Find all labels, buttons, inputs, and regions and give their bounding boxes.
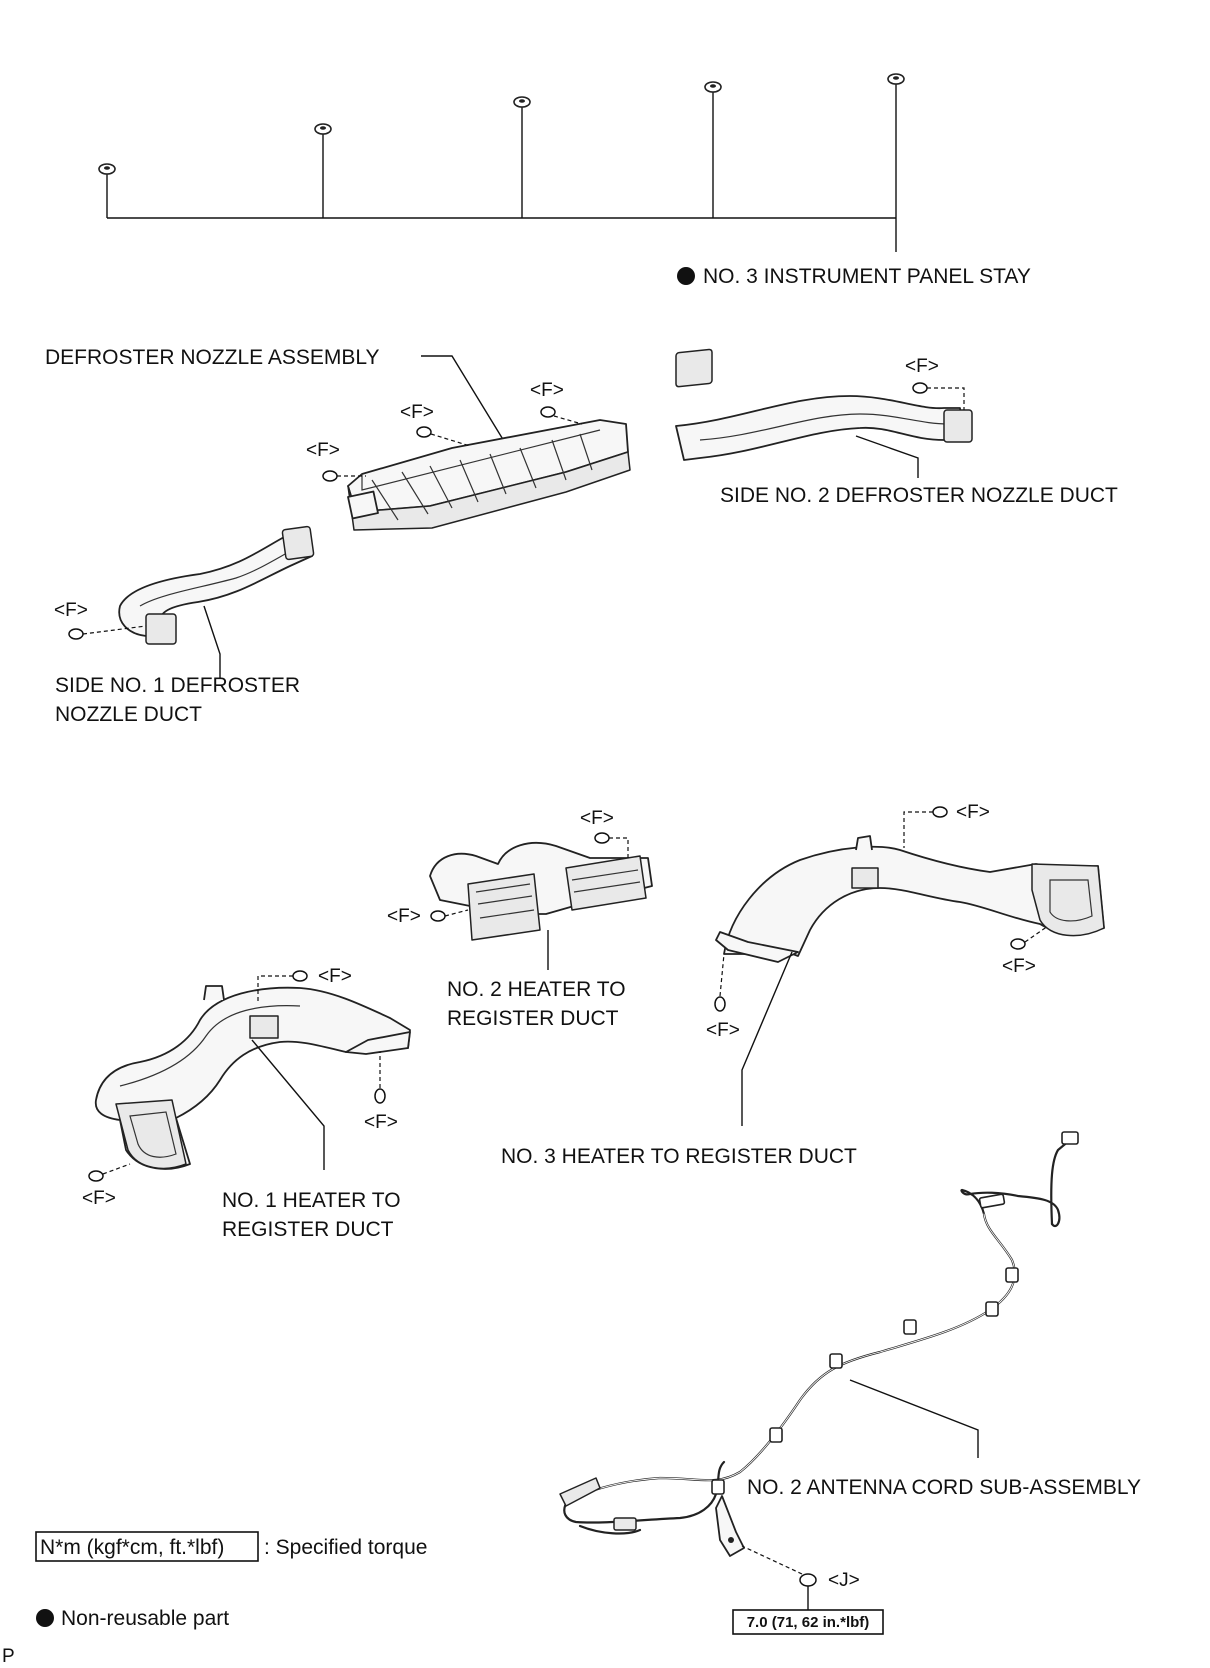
fastener-code-f: <F>	[956, 802, 990, 823]
clip-icon	[513, 96, 531, 108]
corner-mark: P	[2, 1646, 15, 1667]
clip-icon	[1010, 925, 1049, 950]
legend-torque-box	[35, 1531, 259, 1562]
clip-icon	[594, 832, 629, 858]
legend-torque-desc: : Specified torque	[264, 1536, 427, 1559]
clip-icon	[68, 625, 147, 640]
clip-icon	[416, 426, 471, 447]
fastener-code-f: <F>	[54, 600, 88, 621]
clip-icon	[887, 73, 905, 85]
heater2-label-line2: REGISTER DUCT	[447, 1007, 619, 1030]
antenna-cord-group: NO. 2 ANTENNA CORD SUB-ASSEMBLY <J> 7.0 …	[559, 1131, 1141, 1635]
fastener-code-f: <F>	[387, 906, 421, 927]
clip-icon	[314, 123, 332, 135]
heater1-duct-group: NO. 1 HEATER TO REGISTER DUCT <F> <F> <F…	[82, 966, 411, 1241]
clip-icon	[540, 406, 583, 425]
clip-icon	[374, 1052, 386, 1104]
fastener-code-f: <F>	[82, 1188, 116, 1209]
heater3-duct-group: NO. 3 HEATER TO REGISTER DUCT <F> <F> <F…	[501, 802, 1105, 1168]
clip-icon	[704, 81, 722, 93]
side2-duct-label: SIDE NO. 2 DEFROSTER NOZZLE DUCT	[720, 484, 1118, 507]
fastener-code-f: <F>	[905, 356, 939, 377]
heater1-label-line1: NO. 1 HEATER TO	[222, 1189, 401, 1212]
clip-icon	[714, 953, 726, 1012]
heater2-duct-group: NO. 2 HEATER TO REGISTER DUCT <F> <F>	[387, 808, 653, 1030]
heater2-label-line1: NO. 2 HEATER TO	[447, 978, 626, 1001]
clip-icon	[88, 1163, 131, 1182]
antenna-cord-label: NO. 2 ANTENNA CORD SUB-ASSEMBLY	[747, 1476, 1141, 1499]
fastener-code-f: <F>	[306, 440, 340, 461]
clip-icon	[912, 382, 965, 410]
fastener-code-f: <F>	[706, 1020, 740, 1041]
clip-icon	[322, 470, 366, 482]
fastener-code-f: <F>	[400, 402, 434, 423]
legend-torque-box-text: N*m (kgf*cm, ft.*lbf)	[40, 1536, 224, 1559]
defroster-nozzle-group: DEFROSTER NOZZLE ASSEMBLY <F> <F> <F>	[45, 346, 631, 531]
fastener-code-f: <F>	[318, 966, 352, 987]
legend-non-reusable-desc: Non-reusable part	[61, 1607, 229, 1630]
non-reusable-dot-icon	[677, 267, 695, 285]
side1-duct-label-line2: NOZZLE DUCT	[55, 703, 202, 726]
clip-icon	[98, 163, 116, 175]
fastener-code-f: <F>	[530, 380, 564, 401]
fastener-code-f: <F>	[364, 1112, 398, 1133]
bolt-icon	[741, 1545, 817, 1587]
panel-stay-group: NO. 3 INSTRUMENT PANEL STAY	[98, 73, 1031, 288]
side1-duct-group: SIDE NO. 1 DEFROSTER NOZZLE DUCT <F>	[54, 525, 315, 726]
clip-icon	[903, 806, 948, 848]
fastener-code-f: <F>	[1002, 956, 1036, 977]
clip-icon	[257, 970, 308, 1004]
non-reusable-dot-icon	[36, 1609, 54, 1627]
heater3-label: NO. 3 HEATER TO REGISTER DUCT	[501, 1145, 857, 1168]
side1-duct-label-line1: SIDE NO. 1 DEFROSTER	[55, 674, 300, 697]
fastener-code-f: <F>	[580, 808, 614, 829]
legend: N*m (kgf*cm, ft.*lbf) : Specified torque…	[35, 1531, 427, 1630]
defroster-nozzle-label: DEFROSTER NOZZLE ASSEMBLY	[45, 346, 380, 369]
heater1-label-line2: REGISTER DUCT	[222, 1218, 394, 1241]
panel-stay-label: NO. 3 INSTRUMENT PANEL STAY	[703, 265, 1031, 288]
torque-value: 7.0 (71, 62 in.*lbf)	[747, 1614, 870, 1631]
side2-duct-group: SIDE NO. 2 DEFROSTER NOZZLE DUCT <F>	[675, 348, 1118, 507]
clip-icon	[430, 909, 469, 922]
torque-box	[732, 1609, 884, 1635]
fastener-code-j: <J>	[828, 1570, 860, 1591]
